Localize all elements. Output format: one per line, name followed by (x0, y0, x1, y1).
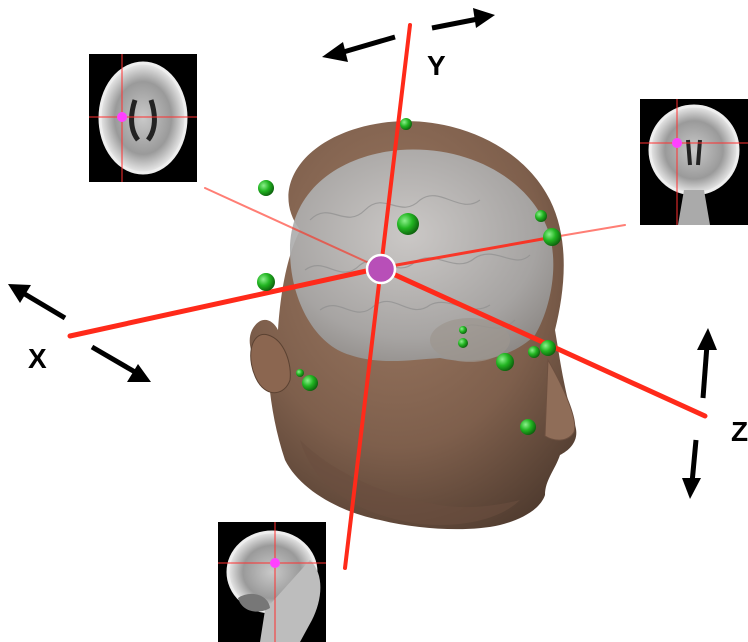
marker (258, 180, 274, 196)
arrow-x-down (92, 347, 135, 372)
marker (397, 213, 419, 235)
crosshair-dot (117, 112, 127, 122)
arrow-y-right-head (473, 8, 495, 28)
mri-axial-brain-icon (100, 63, 186, 173)
sagittal-slice (218, 522, 326, 642)
center-point (367, 255, 395, 283)
arrow-y-left (340, 37, 395, 53)
arrow-z-down-head (682, 478, 701, 499)
marker (257, 273, 275, 291)
mri-coronal-brain-icon (650, 106, 738, 194)
marker (302, 375, 318, 391)
axis-label-z: Z (731, 418, 748, 446)
marker (496, 353, 514, 371)
arrow-x-up (23, 293, 65, 318)
temporal-lobe (430, 318, 510, 362)
arrow-y-right (432, 19, 478, 28)
marker (459, 326, 467, 334)
arrow-y-left-head (322, 42, 348, 62)
crosshair-dot (672, 138, 682, 148)
axis-label-y: Y (427, 52, 446, 80)
marker (528, 346, 540, 358)
axis-label-x: X (28, 345, 47, 373)
arrow-z-up-head (697, 328, 717, 350)
marker (400, 118, 412, 130)
marker (535, 210, 547, 222)
marker (458, 338, 468, 348)
coronal-slice (640, 99, 748, 225)
axial-slice (89, 54, 197, 182)
crosshair-dot (270, 558, 280, 568)
marker (543, 228, 561, 246)
marker (296, 369, 304, 377)
marker (540, 340, 556, 356)
marker (520, 419, 536, 435)
arrow-z-up (703, 345, 707, 398)
arrow-z-down (692, 440, 696, 483)
